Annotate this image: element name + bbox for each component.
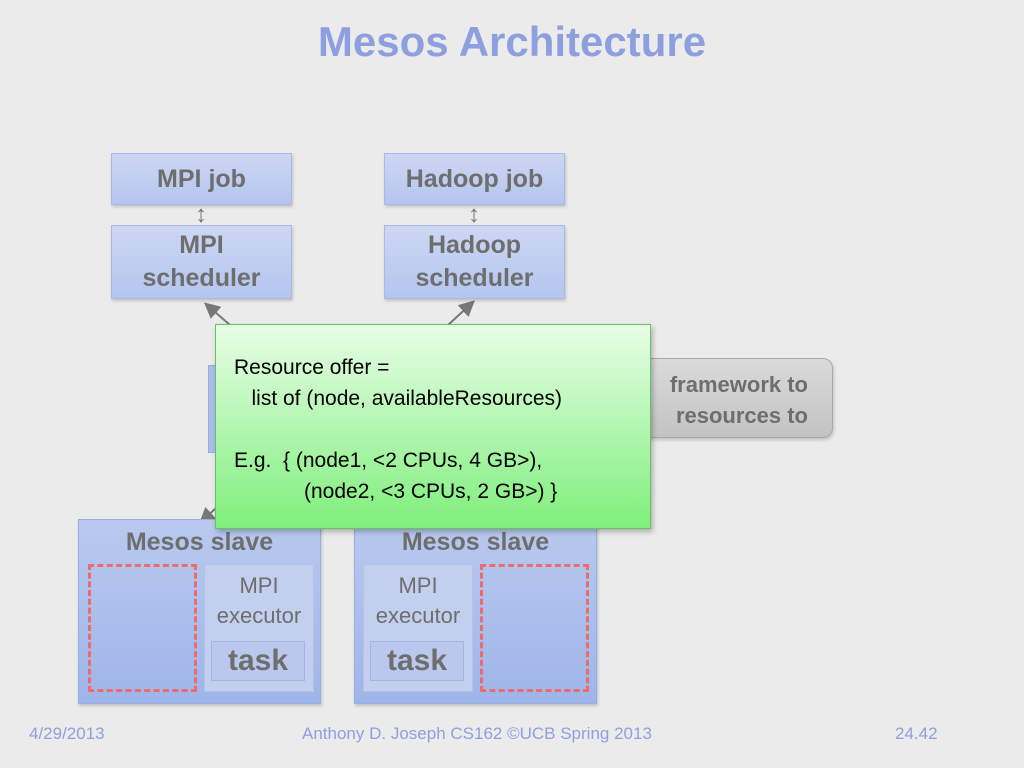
footer-page-number: 24.42 bbox=[895, 724, 938, 743]
slave-title: Mesos slave bbox=[125, 528, 274, 556]
hadoop-job-label: Hadoop job bbox=[405, 164, 544, 193]
task-box: task bbox=[211, 641, 305, 681]
slave-connector bbox=[199, 506, 217, 524]
mpi-scheduler-line1: MPI bbox=[179, 231, 224, 259]
hadoop-scheduler-line1: Hadoop bbox=[427, 231, 522, 259]
popup-line2: list of (node, availableResources) bbox=[234, 387, 563, 410]
mpi-job-label: MPI job bbox=[157, 164, 246, 193]
task-box: task bbox=[370, 641, 464, 681]
popup-line5: (node2, <3 CPUs, 2 GB>) } bbox=[234, 480, 558, 503]
slave-title: Mesos slave bbox=[401, 528, 550, 556]
executor-line2: executor bbox=[375, 603, 461, 628]
mesos-slave-1: Mesos slave MPI executor task bbox=[78, 519, 321, 704]
mesos-slave-2: Mesos slave MPI executor task bbox=[354, 519, 597, 704]
hadoop-job-box: Hadoop job bbox=[384, 153, 565, 205]
free-resource-slot bbox=[480, 564, 589, 692]
executor-line1: MPI bbox=[398, 573, 438, 598]
mpi-link-arrow-icon: ↕ bbox=[195, 201, 207, 228]
free-resource-slot bbox=[88, 564, 197, 692]
mpi-executor: MPI executor task bbox=[363, 564, 473, 692]
popup-line4: E.g. { (node1, <2 CPUs, 4 GB>), bbox=[234, 449, 543, 472]
footer-date: 4/29/2013 bbox=[29, 724, 105, 743]
executor-line1: MPI bbox=[239, 573, 279, 598]
footer-credit: Anthony D. Joseph CS162 ©UCB Spring 2013 bbox=[302, 724, 652, 743]
popup-line1: Resource offer = bbox=[234, 356, 390, 379]
mpi-executor: MPI executor task bbox=[204, 564, 314, 692]
mpi-scheduler-box: MPI scheduler bbox=[111, 225, 292, 299]
slide-title: Mesos Architecture bbox=[317, 18, 707, 65]
mpi-scheduler-connector bbox=[203, 302, 231, 326]
callout-line2: resources to bbox=[675, 403, 808, 428]
mpi-job-box: MPI job bbox=[111, 153, 292, 205]
mpi-scheduler-line2: scheduler bbox=[142, 264, 261, 292]
hadoop-link-arrow-icon: ↕ bbox=[468, 201, 480, 228]
popup-line3 bbox=[234, 414, 650, 445]
hadoop-scheduler-line2: scheduler bbox=[415, 264, 534, 292]
hadoop-scheduler-connector bbox=[447, 300, 475, 326]
executor-line2: executor bbox=[216, 603, 302, 628]
callout-line1: framework to bbox=[669, 372, 808, 397]
resource-offer-popup: Resource offer = list of (node, availabl… bbox=[215, 324, 651, 529]
hadoop-scheduler-box: Hadoop scheduler bbox=[384, 225, 565, 299]
